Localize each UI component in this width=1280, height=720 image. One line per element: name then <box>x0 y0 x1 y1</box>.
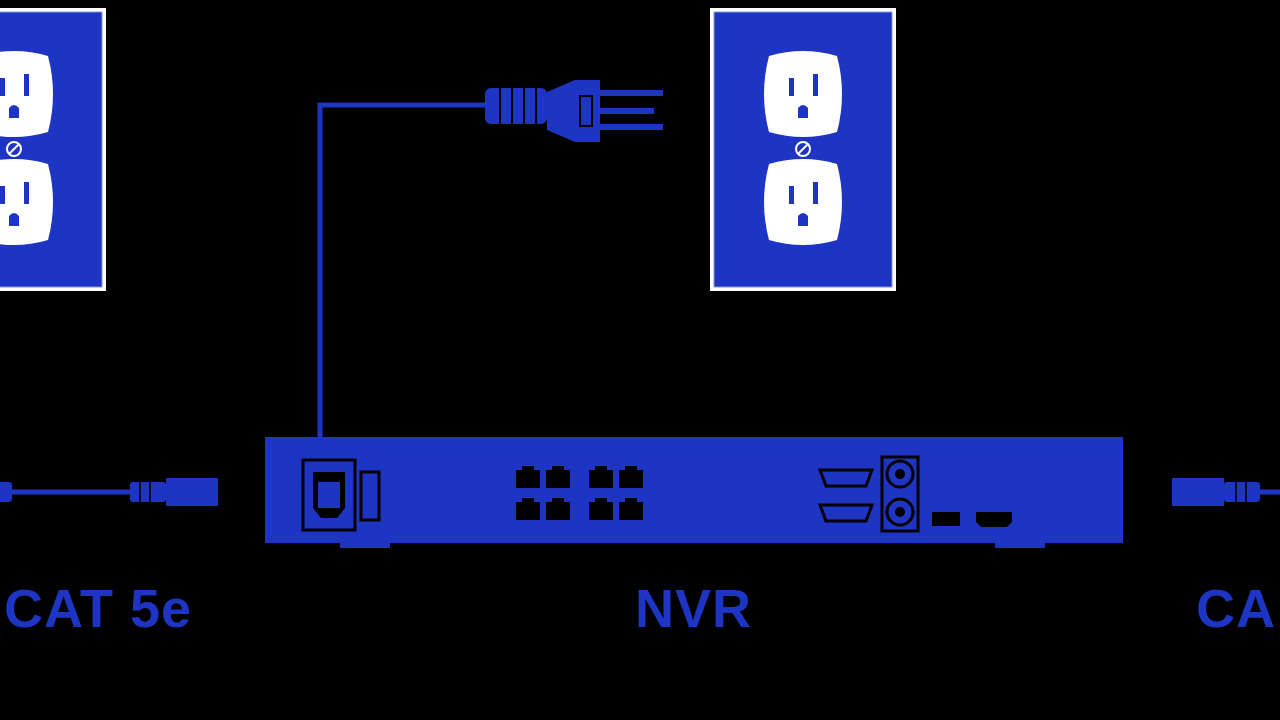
wall-outlet <box>710 8 896 291</box>
device-label: NVR <box>635 577 752 639</box>
nvr-device <box>265 437 1123 548</box>
cable-label: CAT 5e <box>4 577 192 639</box>
wall-outlet <box>0 8 106 291</box>
power-cord <box>320 80 663 440</box>
cable-label: CA <box>1196 577 1276 639</box>
ethernet-cable <box>1172 478 1280 506</box>
ethernet-cable <box>0 478 218 506</box>
device-node: NVR <box>265 437 1123 637</box>
